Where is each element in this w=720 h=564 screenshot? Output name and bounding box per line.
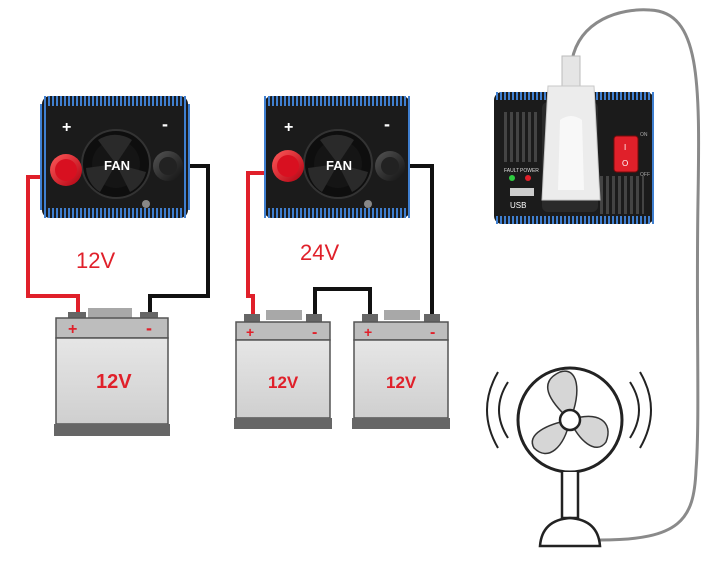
right-vent — [600, 176, 644, 214]
fault-led-icon — [509, 175, 515, 181]
power-cord — [570, 8, 701, 542]
cooling-fan-icon — [303, 129, 373, 199]
battery-voltage-label: 12V — [268, 373, 299, 392]
ground-screw-icon — [364, 200, 372, 208]
battery-voltage-label: 12V — [96, 371, 132, 393]
inverter-back-24v: + - FAN — [262, 96, 412, 218]
power-switch-icon: I O — [613, 135, 639, 173]
battery-plus-mark: + — [246, 324, 254, 340]
battery-12v-single: + - 12V — [54, 308, 170, 436]
fan-label: FAN — [104, 158, 130, 173]
fan-label: FAN — [326, 158, 352, 173]
usb-port-icon — [510, 188, 534, 196]
power-plug — [541, 55, 601, 201]
svg-text:I: I — [624, 143, 626, 152]
battery-plus-mark: + — [68, 321, 77, 338]
inverter-back-12v: + - FAN — [40, 96, 190, 218]
black-negative-terminal-icon — [153, 151, 183, 181]
battery-24v-b: + - 12V — [352, 310, 450, 429]
cooling-fan-icon — [81, 129, 151, 199]
voltage-label-24v: 24V — [300, 240, 339, 265]
plus-mark: + — [62, 119, 71, 136]
usb-label: USB — [510, 201, 526, 210]
positive-wire-24v — [246, 171, 268, 318]
positive-wire-12v — [26, 175, 80, 318]
left-vent — [504, 112, 538, 162]
power-led-icon — [525, 175, 531, 181]
negative-wire-12v — [148, 164, 210, 318]
voltage-label-12v: 12V — [76, 248, 115, 273]
desk-fan-icon — [486, 366, 652, 548]
battery-plus-mark: + — [364, 324, 372, 340]
battery-minus-mark: - — [146, 318, 152, 338]
svg-text:O: O — [622, 159, 628, 168]
battery-minus-mark: - — [430, 324, 435, 341]
minus-mark: - — [384, 114, 390, 134]
battery-minus-mark: - — [312, 324, 317, 341]
on-label: ON — [640, 132, 648, 138]
off-label: OFF — [640, 172, 650, 178]
fault-label: FAULT — [504, 168, 519, 174]
red-positive-terminal-icon — [50, 154, 82, 186]
red-positive-terminal-icon — [272, 150, 304, 182]
battery-voltage-label: 12V — [386, 373, 417, 392]
power-led-label: POWER — [520, 168, 539, 174]
series-link-wire — [313, 287, 372, 318]
ground-screw-icon — [142, 200, 150, 208]
negative-wire-24v — [404, 164, 434, 318]
minus-mark: - — [162, 114, 168, 134]
battery-24v-a: + - 12V — [234, 310, 332, 429]
black-negative-terminal-icon — [375, 151, 405, 181]
plus-mark: + — [284, 119, 293, 136]
